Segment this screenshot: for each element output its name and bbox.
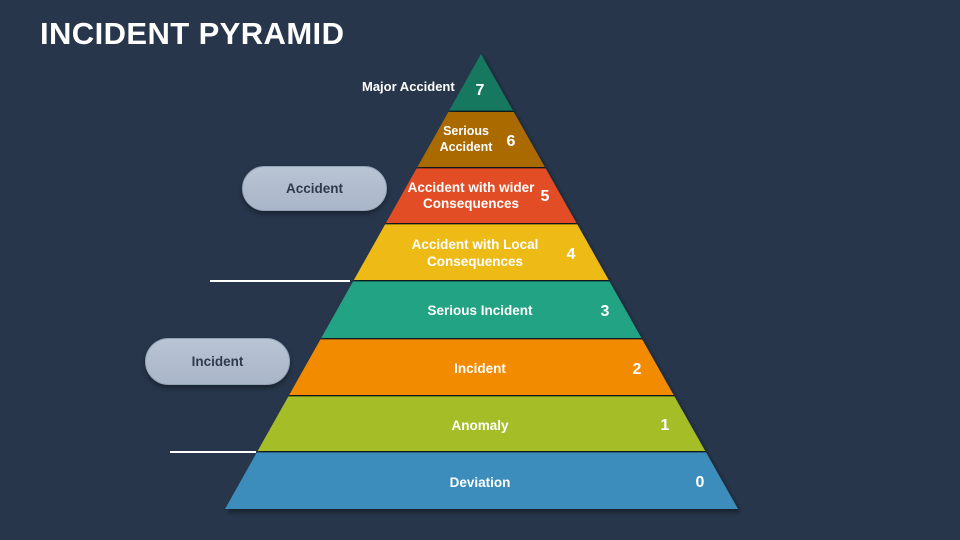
band-separator <box>225 338 738 340</box>
band-separator <box>225 167 738 169</box>
band-value-4: 4 <box>567 246 576 263</box>
band-label-3: Serious Incident <box>427 303 533 318</box>
pyramid-band-1[interactable] <box>200 396 760 451</box>
band-label-4-line2: Consequences <box>427 254 523 269</box>
page-title: INCIDENT PYRAMID <box>40 16 345 51</box>
group-badge-incident[interactable]: Incident <box>145 338 290 385</box>
band-label-6-line2: Accident <box>440 140 494 154</box>
band-value-5: 5 <box>541 188 550 205</box>
band-separator <box>225 110 738 112</box>
incident-group-divider <box>170 451 256 453</box>
band-separator <box>225 451 738 453</box>
band-value-7: 7 <box>476 82 485 99</box>
band-label-6-line1: Serious <box>443 124 489 138</box>
pyramid-band-4[interactable] <box>200 224 760 280</box>
band-label-5-line1: Accident with wider <box>408 180 536 195</box>
band-value-3: 3 <box>601 303 610 320</box>
band-value-2: 2 <box>633 361 642 378</box>
group-badge-accident-label: Accident <box>285 181 343 196</box>
band-value-0: 0 <box>696 474 705 491</box>
band-value-1: 1 <box>661 417 670 434</box>
band-label-2: Incident <box>454 361 506 376</box>
band-label-1: Anomaly <box>451 418 509 433</box>
group-badge-accident[interactable]: Accident <box>242 166 387 211</box>
accident-group-divider <box>210 280 350 282</box>
band-label-5-line2: Consequences <box>423 196 519 211</box>
band-label-7-external: Major Accident <box>362 79 455 94</box>
band-separator <box>225 395 738 397</box>
band-separator <box>225 280 738 282</box>
band-separator <box>225 223 738 225</box>
group-badge-incident-label: Incident <box>191 354 244 369</box>
pyramid-band-0[interactable] <box>200 452 760 509</box>
band-label-4-line1: Accident with Local <box>412 237 539 252</box>
band-value-6: 6 <box>507 133 516 150</box>
band-label-0: Deviation <box>450 475 511 490</box>
